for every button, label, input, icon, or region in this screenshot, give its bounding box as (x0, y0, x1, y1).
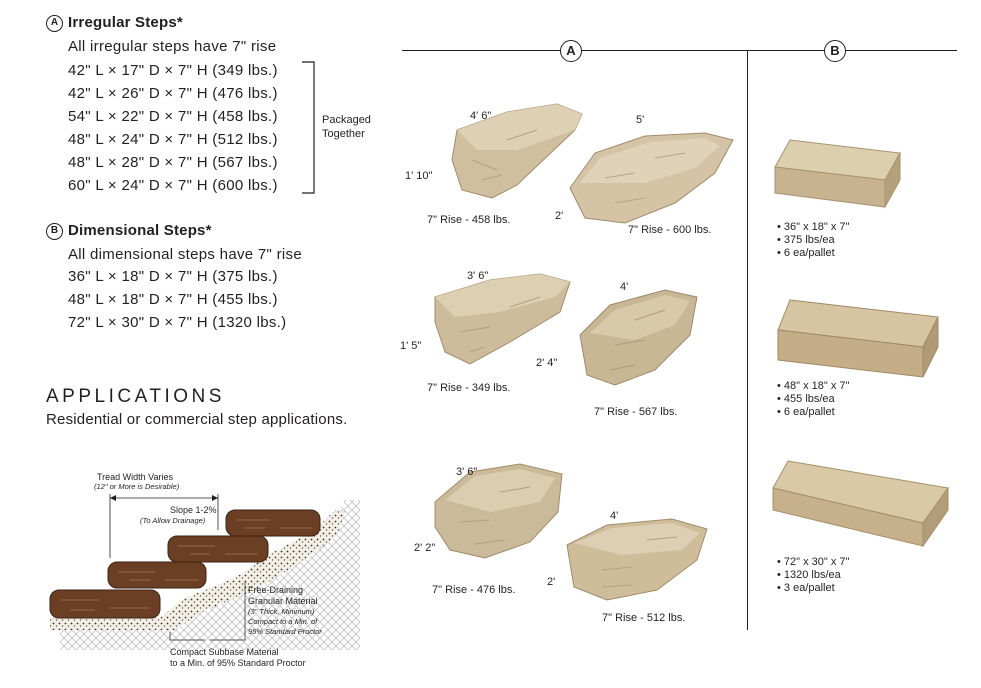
stone-side-dimension: 1' 10" (405, 170, 433, 182)
dimensional-rise-note: All dimensional steps have 7" rise (68, 246, 302, 263)
applications-title: APPLICATIONS (46, 386, 225, 407)
packaged-label-2: Together (322, 128, 365, 140)
applications-text: Residential or commercial step applicati… (46, 411, 348, 428)
irregular-item: 42" L × 26" D × 7" H (476 lbs.) (68, 85, 278, 102)
section-a-badge: A (46, 15, 63, 32)
stone-caption: 7" Rise - 349 lbs. (427, 382, 511, 394)
stone-caption: 7" Rise - 567 lbs. (594, 406, 678, 418)
packaged-bracket (302, 61, 315, 194)
slope-label: Slope 1-2% (170, 505, 217, 515)
slope-note-label: (To Allow Drainage) (140, 516, 206, 525)
irregular-stone-image (451, 103, 583, 199)
stone-side-dimension: 2' (547, 576, 556, 588)
dimensional-spec-pallet: • 3 ea/pallet (777, 582, 835, 594)
dimensional-item: 72" L × 30" D × 7" H (1320 lbs.) (68, 314, 287, 331)
subbase-label-2: to a Min. of 95% Standard Proctor (170, 658, 306, 668)
free-draining-label-5: 95% Standard Proctor (248, 627, 322, 636)
free-draining-label-2: Granular Material (248, 596, 318, 606)
stone-caption: 7" Rise - 512 lbs. (602, 612, 686, 624)
stone-top-dimension: 5' (636, 114, 645, 126)
section-b-badge: B (46, 223, 63, 240)
stone-side-dimension: 2' 2" (414, 542, 436, 554)
column-header-rule (402, 50, 957, 51)
stone-top-dimension: 4' (620, 281, 629, 293)
column-a-badge: A (560, 40, 582, 62)
dimensional-stone-image (774, 139, 901, 209)
free-draining-label-3: (3" Thick, Minimum) (248, 607, 315, 616)
stone-caption: 7" Rise - 458 lbs. (427, 214, 511, 226)
irregular-item: 48" L × 24" D × 7" H (512 lbs.) (68, 131, 278, 148)
stone-caption: 7" Rise - 476 lbs. (432, 584, 516, 596)
irregular-stone-image (569, 132, 734, 224)
dimensional-spec-pallet: • 6 ea/pallet (777, 247, 835, 259)
stone-top-dimension: 4' 6" (470, 110, 492, 122)
irregular-item: 48" L × 28" D × 7" H (567 lbs.) (68, 154, 278, 171)
dimensional-spec-size: • 36" x 18" x 7" (777, 221, 850, 233)
stone-side-dimension: 2' 4" (536, 357, 558, 369)
irregular-item: 42" L × 17" D × 7" H (349 lbs.) (68, 62, 278, 79)
irregular-item: 54" L × 22" D × 7" H (458 lbs.) (68, 108, 278, 125)
irregular-rise-note: All irregular steps have 7" rise (68, 38, 277, 55)
irregular-stone-image (434, 273, 571, 365)
dimensional-stone-image (777, 299, 939, 378)
free-draining-label-4: Compact to a Min. of (248, 617, 318, 626)
stone-side-dimension: 1' 5" (400, 340, 422, 352)
tread-width-label: Tread Width Varies (97, 472, 174, 482)
dimensional-spec-size: • 48" x 18" x 7" (777, 380, 850, 392)
column-b-badge: B (824, 40, 846, 62)
packaged-label-1: Packaged (322, 114, 371, 126)
free-draining-label-1: Free-Draining (248, 585, 304, 595)
dimensional-spec-pallet: • 6 ea/pallet (777, 406, 835, 418)
dimensional-spec-size: • 72" x 30" x 7" (777, 556, 850, 568)
tread-note-label: (12" or More is Desirable) (94, 482, 180, 491)
dimensional-steps-title: Dimensional Steps* (68, 222, 212, 239)
irregular-steps-title: Irregular Steps* (68, 14, 183, 31)
step-installation-diagram (49, 494, 360, 650)
column-divider (747, 50, 748, 630)
dimensional-spec-weight: • 1320 lbs/ea (777, 569, 841, 581)
irregular-stone-image (579, 289, 698, 386)
irregular-item: 60" L × 24" D × 7" H (600 lbs.) (68, 177, 278, 194)
stone-top-dimension: 4' (610, 510, 619, 522)
dimensional-item: 48" L × 18" D × 7" H (455 lbs.) (68, 291, 278, 308)
stone-caption: 7" Rise - 600 lbs. (628, 224, 712, 236)
dimensional-item: 36" L × 18" D × 7" H (375 lbs.) (68, 268, 278, 285)
stone-top-dimension: 3' 6" (456, 466, 478, 478)
dimensional-stone-image (772, 460, 949, 548)
subbase-label-1: Compact Subbase Material (170, 647, 279, 657)
stone-side-dimension: 2' (555, 210, 564, 222)
irregular-stone-image (434, 463, 563, 559)
dimensional-spec-weight: • 375 lbs/ea (777, 234, 835, 246)
stone-top-dimension: 3' 6" (467, 270, 489, 282)
dimensional-spec-weight: • 455 lbs/ea (777, 393, 835, 405)
irregular-stone-image (566, 518, 708, 601)
